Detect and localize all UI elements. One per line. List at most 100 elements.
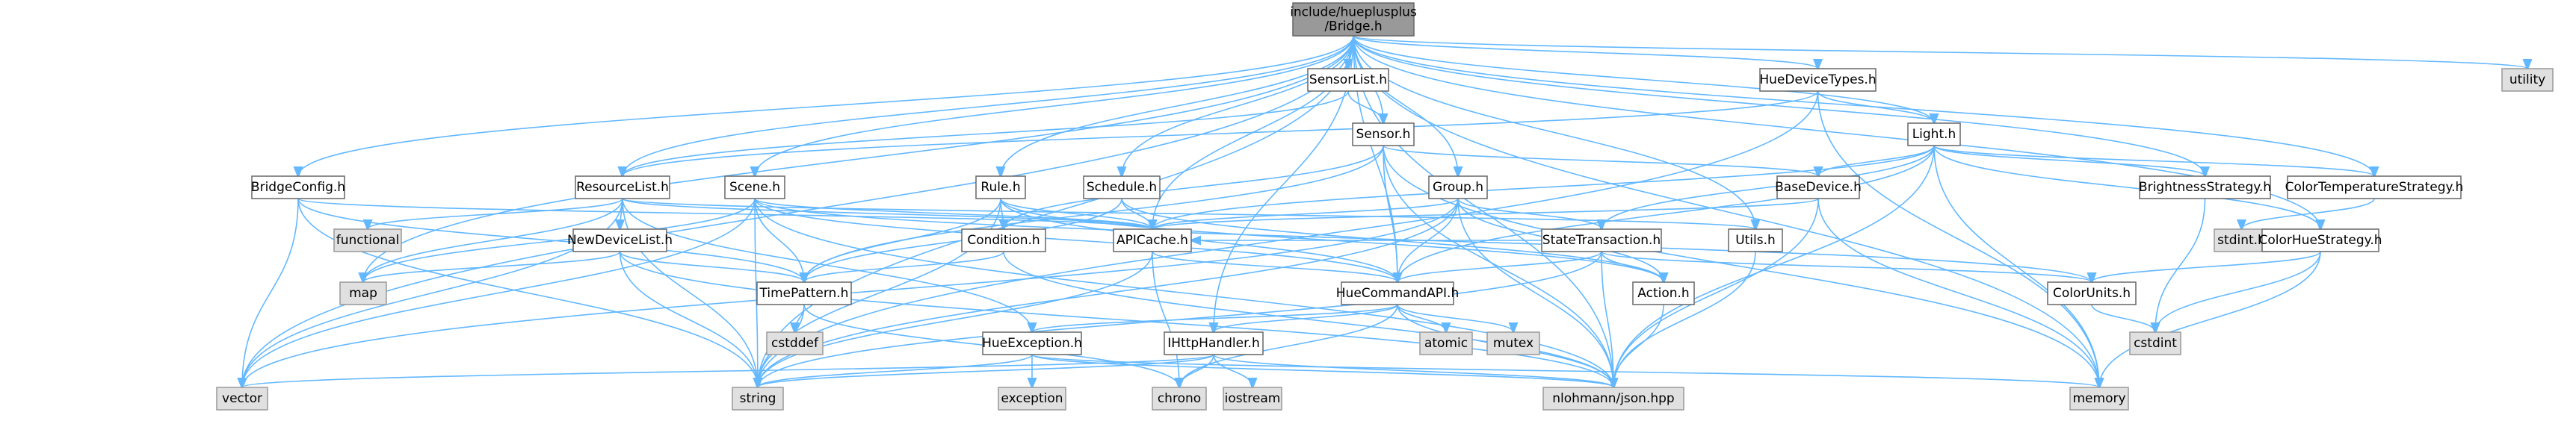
node-huecommandapi-label: HueCommandAPI.h (1336, 286, 1459, 301)
edge-bridge-to-utility (1353, 35, 2527, 69)
node-hueexception-label: HueException.h (982, 336, 1082, 351)
node-basedevice-label: BaseDevice.h (1775, 180, 1862, 195)
node-mutex: mutex (1486, 331, 1540, 355)
node-bridgeconfig-label: BridgeConfig.h (251, 180, 345, 195)
node-statetransaction-label: StateTransaction.h (1542, 233, 1661, 248)
edge-ihttphandler-to-iostream (1213, 354, 1253, 387)
node-basedevice[interactable]: BaseDevice.h (1775, 175, 1862, 199)
node-huecommandapi[interactable]: HueCommandAPI.h (1336, 281, 1459, 305)
node-utils[interactable]: Utils.h (1728, 228, 1783, 252)
node-colorhuestrategy[interactable]: ColorHueStrategy.h (2259, 228, 2382, 252)
node-group-label: Group.h (1433, 180, 1483, 195)
edge-light-to-colorhuestrategy (1933, 145, 2320, 229)
edge-resourcelist-to-apicache (622, 198, 1152, 229)
node-newdevicelist-label: NewDeviceList.h (567, 233, 673, 248)
node-colortemperaturestrategy-label: ColorTemperatureStrategy.h (2285, 180, 2464, 195)
node-colortemperaturestrategy-box (2287, 175, 2462, 199)
edge-bridge-to-bridgeconfig (298, 35, 1354, 176)
edge-newdevicelist-to-timepattern (619, 251, 805, 282)
node-vector-label: vector (222, 391, 262, 406)
node-utility-label: utility (2509, 72, 2545, 87)
node-scene-label: Scene.h (729, 180, 780, 195)
node-colortemperaturestrategy[interactable]: ColorTemperatureStrategy.h (2285, 175, 2464, 199)
node-scene-box (724, 175, 785, 199)
node-sensorlist-label: SensorList.h (1309, 72, 1387, 87)
edge-sensorlist-to-sensor (1347, 90, 1383, 123)
edge-bridge-to-huedevicetypes (1353, 35, 1818, 69)
edge-huecommandapi-to-atomic (1397, 304, 1446, 332)
edge-apicache-to-huecommandapi (1152, 251, 1397, 282)
node-string-box (732, 387, 784, 411)
edge-bridge-to-resourcelist (623, 35, 1354, 176)
node-rule[interactable]: Rule.h (975, 175, 1026, 199)
edge-bridge-to-json (1353, 35, 1613, 387)
edge-newdevicelist-to-string (619, 251, 759, 387)
node-schedule-box (1083, 175, 1161, 199)
edge-sensor-to-huecommandapi (1383, 145, 1397, 282)
edge-huecommandapi-to-hueexception (1032, 304, 1398, 332)
edge-light-to-json (1613, 145, 1935, 387)
node-light[interactable]: Light.h (1907, 122, 1961, 146)
edge-colortemperaturestrategy-to-stdint (2242, 198, 2375, 229)
node-exception: exception (998, 387, 1066, 411)
node-hueexception[interactable]: HueException.h (982, 331, 1082, 355)
node-colorunits[interactable]: ColorUnits.h (2047, 281, 2137, 305)
node-functional: functional (333, 228, 402, 252)
edge-scene-to-json (754, 198, 1613, 387)
edge-hueexception-to-json (1031, 354, 1613, 387)
edge-newdevicelist-to-map (363, 251, 621, 282)
edge-resourcelist-to-utils (622, 198, 1755, 229)
edge-light-to-huecommandapi (1397, 145, 1935, 282)
node-colorunits-label: ColorUnits.h (2053, 286, 2131, 301)
node-action[interactable]: Action.h (1632, 281, 1695, 305)
node-group[interactable]: Group.h (1428, 175, 1488, 199)
edge-colorhuestrategy-to-colorunits (2092, 251, 2321, 282)
node-action-box (1632, 281, 1695, 305)
node-bridge[interactable]: include/hueplusplus/Bridge.h (1290, 2, 1417, 37)
node-newdevicelist[interactable]: NewDeviceList.h (567, 228, 673, 252)
edge-statetransaction-to-json (1601, 251, 1613, 387)
node-ihttphandler-box (1164, 331, 1264, 355)
edge-scene-to-vector (242, 198, 756, 387)
edge-ihttphandler-to-vector (242, 354, 1214, 387)
edge-group-to-statetransaction (1457, 198, 1601, 229)
node-resourcelist[interactable]: ResourceList.h (575, 175, 670, 199)
node-bridge-label: include/hueplusplus (1290, 5, 1417, 20)
node-string: string (732, 387, 784, 411)
node-cstdint: cstdint (2129, 331, 2181, 355)
edge-basedevice-to-memory (1817, 198, 2099, 387)
node-huedevicetypes[interactable]: HueDeviceTypes.h (1759, 68, 1877, 92)
node-sensorlist[interactable]: SensorList.h (1307, 68, 1389, 92)
node-bridgeconfig[interactable]: BridgeConfig.h (251, 175, 345, 199)
edge-bridge-to-light (1353, 35, 1934, 123)
node-sensor[interactable]: Sensor.h (1352, 122, 1415, 146)
node-bridge-box (1292, 2, 1415, 37)
node-apicache[interactable]: APICache.h (1113, 228, 1192, 252)
node-light-label: Light.h (1912, 127, 1956, 142)
node-scene[interactable]: Scene.h (724, 175, 785, 199)
node-bridgeconfig-box (251, 175, 345, 199)
edge-brightnessstrategy-to-cstdint (2155, 198, 2206, 332)
node-statetransaction[interactable]: StateTransaction.h (1541, 228, 1662, 252)
node-schedule[interactable]: Schedule.h (1083, 175, 1161, 199)
edge-apicache-to-chrono (1152, 251, 1179, 387)
node-action-label: Action.h (1637, 286, 1689, 301)
node-vector-box (216, 387, 268, 411)
node-timepattern[interactable]: TimePattern.h (756, 281, 852, 305)
node-condition[interactable]: Condition.h (961, 228, 1046, 252)
edge-light-to-statetransaction (1601, 145, 1935, 229)
node-functional-label: functional (336, 233, 400, 248)
edge-huedevicetypes-to-string (758, 90, 1819, 387)
node-statetransaction-box (1541, 228, 1662, 252)
node-sensor-box (1352, 122, 1415, 146)
node-cstddef-label: cstddef (771, 336, 819, 351)
edge-bridge-to-brightnessstrategy (1353, 35, 2205, 176)
edge-statetransaction-to-colorunits (1601, 251, 2092, 282)
node-brightnessstrategy[interactable]: BrightnessStrategy.h (2139, 175, 2271, 199)
edge-apicache-to-string (758, 251, 1153, 387)
node-ihttphandler[interactable]: IHttpHandler.h (1164, 331, 1264, 355)
edge-huecommandapi-to-ihttphandler (1214, 304, 1398, 332)
edge-bridge-to-colorhuestrategy (1353, 35, 2320, 229)
edge-group-to-json (1457, 198, 1613, 387)
edge-rule-to-timepattern (804, 198, 1001, 282)
